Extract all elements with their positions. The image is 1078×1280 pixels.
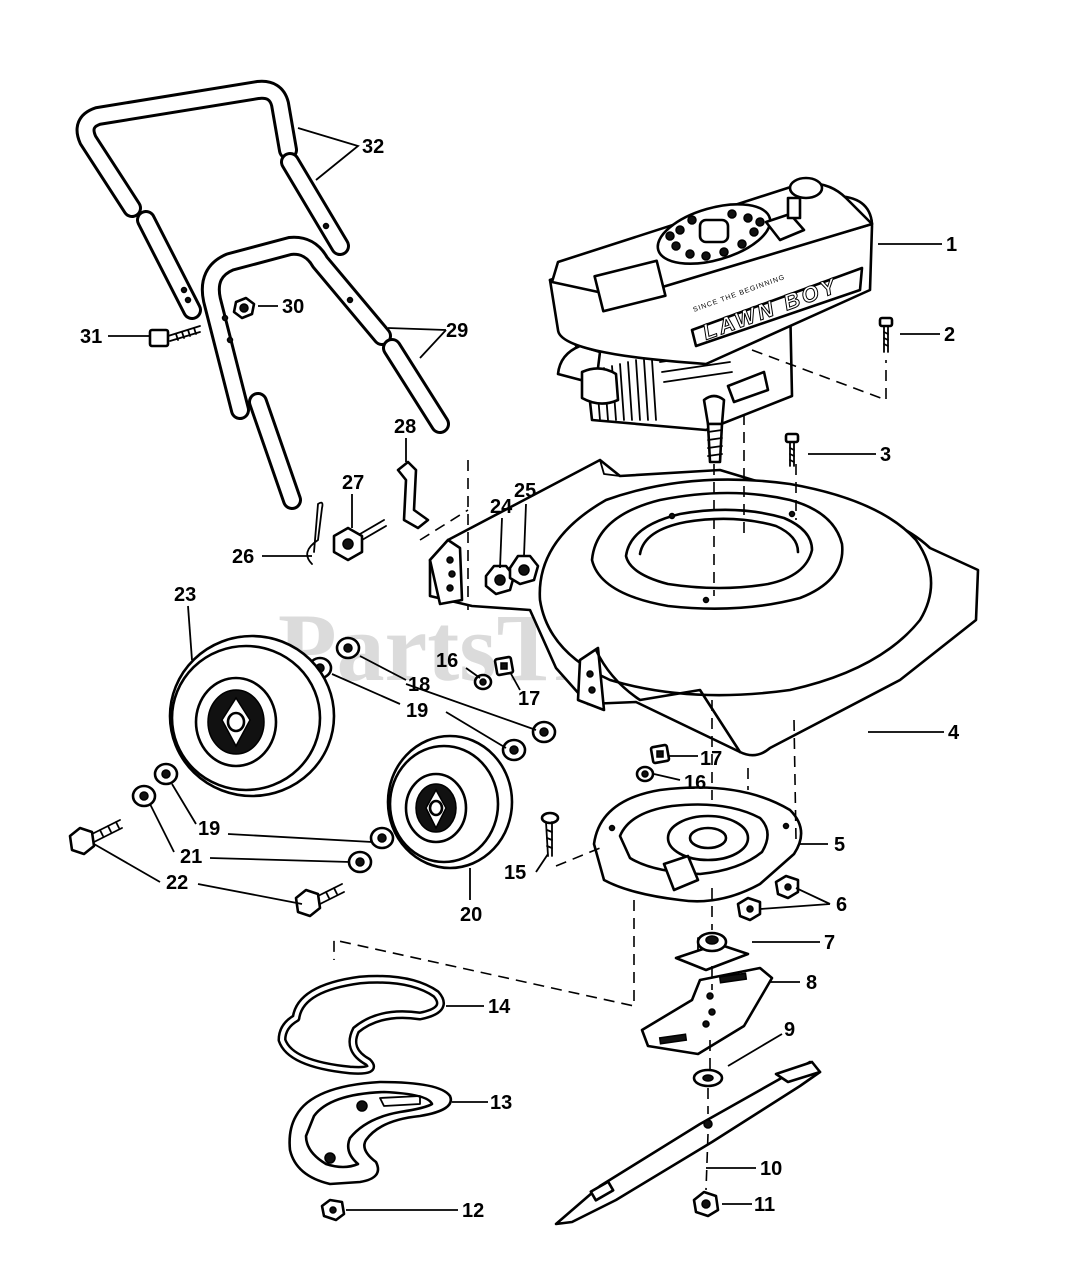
- rear-wheel[interactable]: [168, 634, 336, 798]
- callout-17-upper: 17: [518, 688, 540, 710]
- callout-14: 14: [488, 996, 511, 1018]
- washers[interactable]: [131, 636, 557, 874]
- callout-30: 30: [282, 296, 304, 318]
- callout-17-lower: 17: [700, 748, 722, 770]
- callout-5: 5: [834, 834, 845, 856]
- callout-2: 2: [944, 324, 955, 346]
- square-nut-upper[interactable]: [493, 655, 515, 677]
- engine-choke-knob[interactable]: [764, 176, 824, 242]
- callout-16-upper: 16: [436, 650, 458, 672]
- handle-bracket[interactable]: [396, 460, 430, 530]
- callout-19-lower: 19: [198, 818, 220, 840]
- engine-mounting-bolt[interactable]: [878, 316, 894, 353]
- axle-bolt-rear[interactable]: [68, 819, 123, 856]
- callout-6: 6: [836, 894, 847, 916]
- callout-21: 21: [180, 846, 202, 868]
- callout-18: 18: [408, 674, 430, 696]
- belt-guard-pan[interactable]: [288, 1080, 453, 1186]
- upper-handle[interactable]: [75, 79, 350, 320]
- engine-crankshaft: [702, 394, 726, 464]
- callout-8: 8: [806, 972, 817, 994]
- callout-32: 32: [362, 136, 384, 158]
- hairpin-clip[interactable]: [306, 501, 324, 565]
- assembly-lines: [333, 349, 887, 1191]
- callout-28: 28: [394, 416, 416, 438]
- callout-11: 11: [754, 1194, 775, 1216]
- blade-adapter-housing[interactable]: [592, 786, 803, 903]
- lock-washer-upper[interactable]: [473, 673, 493, 691]
- blade-stiffener[interactable]: [640, 966, 774, 1056]
- housing-carriage-bolt[interactable]: [540, 811, 560, 857]
- callout-22: 22: [166, 872, 188, 894]
- handle-knob-bolt[interactable]: [332, 519, 387, 562]
- callout-23: 23: [174, 584, 196, 606]
- callout-29: 29: [446, 320, 468, 342]
- lock-washer-lower[interactable]: [635, 765, 655, 783]
- callout-labels: 1 2 3 4 5 6 7 8 9 10 11 12 13 14 15 16 1…: [80, 136, 960, 1222]
- height-adjuster-left[interactable]: [484, 564, 516, 596]
- axle-bolt-front[interactable]: [294, 883, 345, 918]
- callout-25: 25: [514, 480, 536, 502]
- leader-lines: [93, 127, 944, 1211]
- height-adjuster-right[interactable]: [508, 554, 540, 586]
- drive-belt[interactable]: [277, 974, 445, 1075]
- callout-15: 15: [504, 862, 526, 884]
- callout-3: 3: [880, 444, 891, 466]
- callout-12: 12: [462, 1200, 484, 1222]
- callout-16-lower: 16: [684, 772, 706, 794]
- callout-20: 20: [460, 904, 482, 926]
- front-wheel[interactable]: [386, 734, 514, 870]
- callout-1: 1: [946, 234, 957, 256]
- square-nut-lower[interactable]: [649, 743, 671, 765]
- blade-washer[interactable]: [692, 1068, 724, 1088]
- callout-27: 27: [342, 472, 364, 494]
- callout-31: 31: [80, 326, 102, 348]
- callout-24: 24: [490, 496, 513, 518]
- deck-mounting-bolt[interactable]: [784, 432, 800, 467]
- callout-7: 7: [824, 932, 835, 954]
- callout-9: 9: [784, 1019, 795, 1041]
- handle-nut[interactable]: [232, 296, 256, 320]
- handle-bolt[interactable]: [148, 325, 201, 348]
- mower-deck[interactable]: [428, 458, 980, 757]
- callout-19-upper: 19: [406, 700, 428, 722]
- blade-nut[interactable]: [692, 1190, 720, 1218]
- callout-26: 26: [232, 546, 254, 568]
- callout-13: 13: [490, 1092, 512, 1114]
- housing-nuts[interactable]: [736, 874, 800, 922]
- engine[interactable]: LAWN BOY SINCE THE BEGINNING: [548, 176, 874, 464]
- blade-adapter-plate[interactable]: [674, 931, 750, 972]
- callout-10: 10: [760, 1158, 782, 1180]
- callout-4: 4: [948, 722, 960, 744]
- engine-grille: [656, 203, 772, 265]
- mower-blade[interactable]: [554, 1060, 822, 1226]
- belt-pan-nut[interactable]: [320, 1198, 346, 1222]
- lower-handle[interactable]: [200, 235, 450, 510]
